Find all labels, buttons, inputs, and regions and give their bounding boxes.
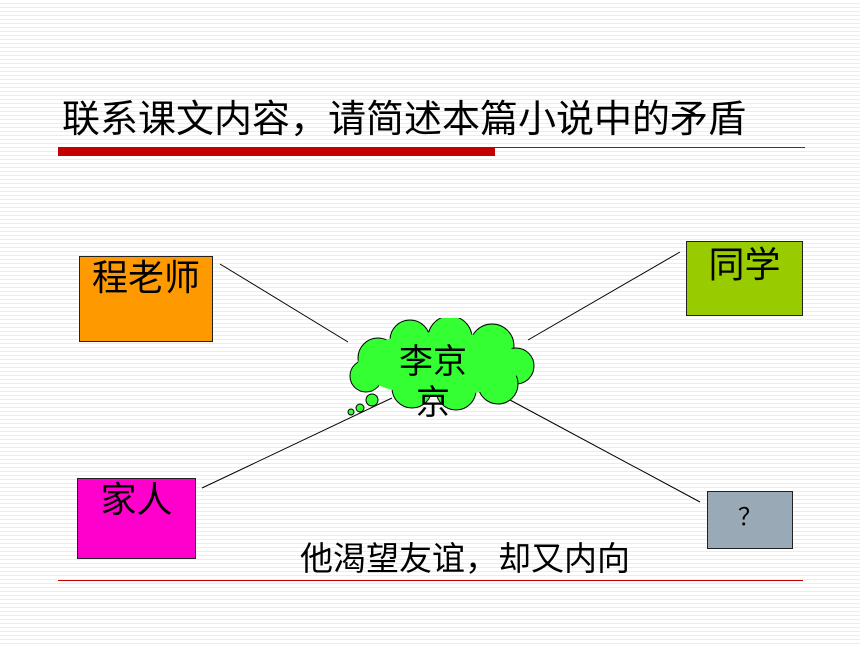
- node-classmates: 同学: [686, 241, 803, 316]
- node-classmates-label: 同学: [708, 245, 781, 286]
- node-family-label: 家人: [100, 480, 173, 521]
- thought-cloud-shape: [347, 318, 535, 416]
- center-node-label: 李京京: [399, 342, 467, 423]
- node-unknown: ？: [707, 491, 793, 549]
- slide-title: 联系课文内容，请简述本篇小说中的矛盾: [62, 97, 747, 141]
- node-family: 家人: [77, 478, 196, 559]
- title-underline-rule: [495, 147, 805, 148]
- node-teacher-label: 程老师: [91, 258, 200, 299]
- connector-unknown: [509, 399, 701, 503]
- title-underline-bar: [58, 147, 495, 156]
- node-teacher: 程老师: [79, 256, 213, 342]
- node-unknown-label: ？: [738, 503, 762, 531]
- connector-family: [201, 397, 393, 489]
- caption-text: 他渴望友谊，却又内向: [300, 539, 630, 578]
- bottom-rule: [58, 580, 803, 581]
- connector-teacher: [219, 263, 349, 343]
- connector-classmates: [527, 251, 681, 341]
